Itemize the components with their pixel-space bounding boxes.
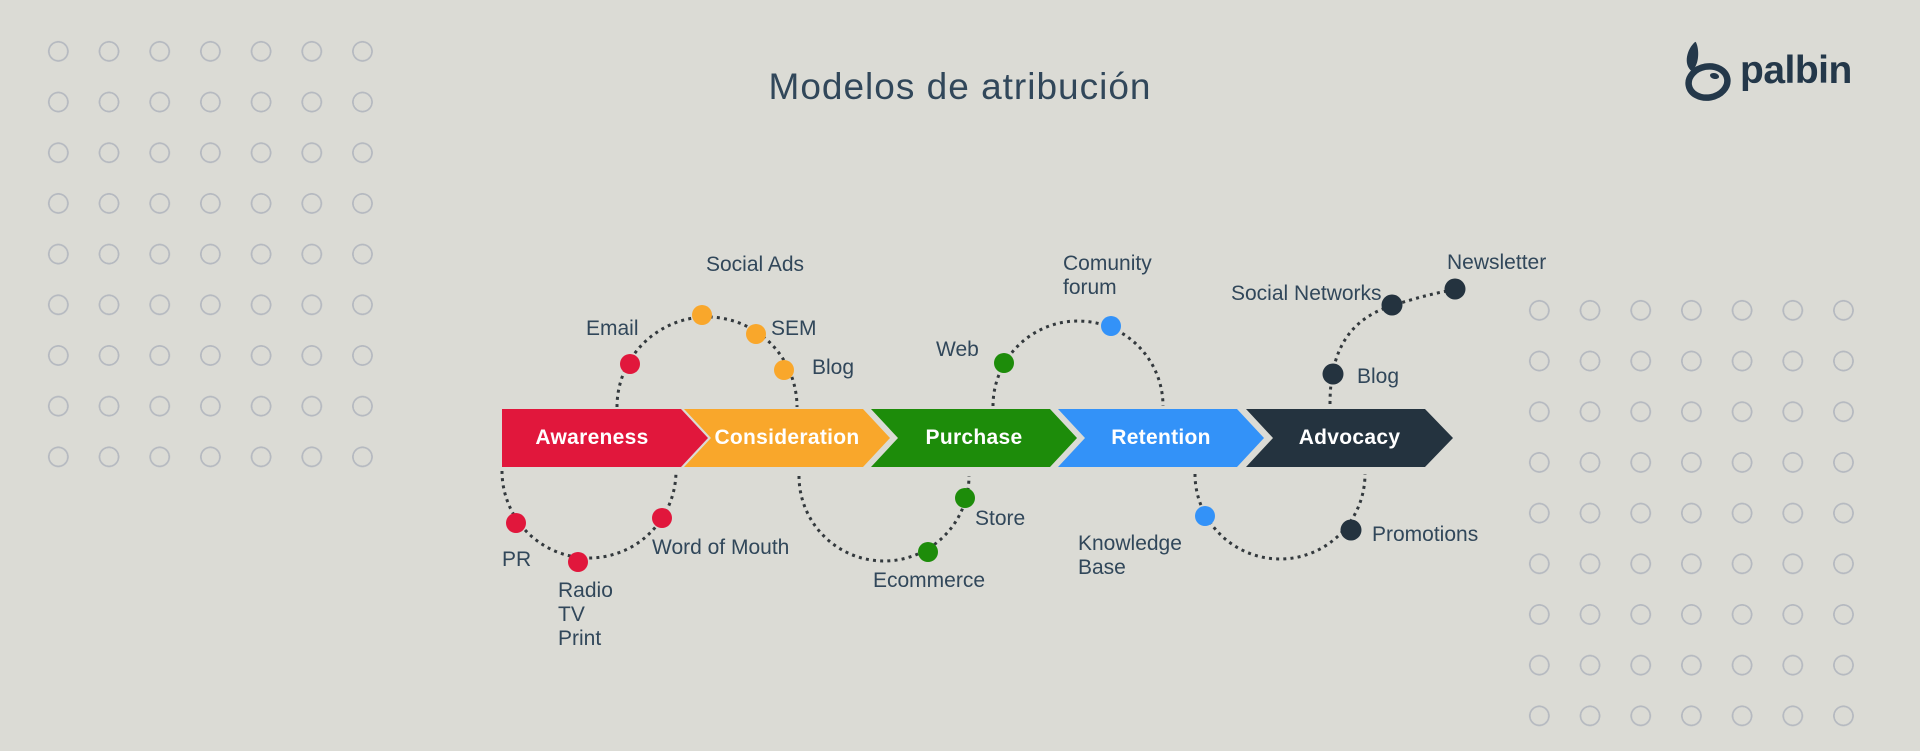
stage-arrow-purchase: Purchase xyxy=(871,409,1077,467)
stage-arrow-retention: Retention xyxy=(1058,409,1264,467)
touchpoint-label-social-networks: Social Networks xyxy=(1231,282,1382,305)
stage-label: Awareness xyxy=(535,426,649,449)
fish-icon xyxy=(1678,40,1734,102)
stage-label: Advocacy xyxy=(1298,426,1401,449)
touchpoint-dot-social-networks xyxy=(1381,294,1403,316)
touchpoint-label-blog-consideration: Blog xyxy=(812,356,855,379)
stage-arrow-consideration: Consideration xyxy=(684,409,890,467)
retention-bottom-arc xyxy=(1193,473,1367,561)
touchpoint-label-promotions: Promotions xyxy=(1372,523,1479,546)
touchpoint-label-web: Web xyxy=(936,338,979,361)
stage-arrow-advocacy: Advocacy xyxy=(1246,409,1453,467)
touchpoint-dot-web xyxy=(994,353,1014,373)
touchpoint-label-word-of-mouth: Word of Mouth xyxy=(652,536,790,559)
touchpoint-dot-ecommerce xyxy=(918,542,938,562)
stage-arrow-awareness: Awareness xyxy=(502,409,708,467)
brand-logo-text: palbin xyxy=(1740,49,1852,92)
touchpoint-dot-store xyxy=(955,488,975,508)
touchpoint-label-blog-advocacy: Blog xyxy=(1357,365,1400,388)
touchpoint-label-knowledge-base: Knowledge Base xyxy=(1078,532,1182,579)
touchpoint-dot-promotions xyxy=(1340,519,1362,541)
touchpoint-dot-word-of-mouth xyxy=(652,508,672,528)
touchpoint-label-comunity-forum: Comunity forum xyxy=(1063,252,1152,299)
touchpoint-dot-newsletter xyxy=(1444,278,1466,300)
stage-label: Retention xyxy=(1111,426,1211,449)
touchpoint-dot-knowledge-base xyxy=(1195,506,1215,526)
stage-label: Purchase xyxy=(925,426,1023,449)
touchpoint-label-email: Email xyxy=(586,317,639,340)
touchpoint-dot-comunity-forum xyxy=(1101,316,1121,336)
touchpoint-label-ecommerce: Ecommerce xyxy=(873,569,986,592)
touchpoint-label-sem: SEM xyxy=(771,317,817,340)
touchpoint-dot-blog-advocacy xyxy=(1322,363,1344,385)
stage-label: Consideration xyxy=(714,426,860,449)
touchpoint-label-social-ads: Social Ads xyxy=(706,253,805,276)
page-title: Modelos de atribución xyxy=(768,66,1152,107)
brand-logo: palbin xyxy=(1678,40,1852,102)
touchpoint-label-store: Store xyxy=(975,507,1026,530)
touchpoint-label-radio-tv-print: Radio TV Print xyxy=(558,579,613,650)
touchpoint-label-newsletter: Newsletter xyxy=(1447,251,1547,274)
touchpoint-dot-pr xyxy=(506,513,526,533)
touchpoint-dot-sem xyxy=(746,324,766,344)
touchpoint-label-pr: PR xyxy=(502,548,532,571)
touchpoint-dot-radio-tv-print xyxy=(568,552,588,572)
purchase-bottom-arc xyxy=(797,475,971,563)
awareness-bottom-arc xyxy=(500,470,678,560)
touchpoint-dot-blog-consideration xyxy=(774,360,794,380)
touchpoint-dot-social-ads xyxy=(692,305,712,325)
touchpoint-dot-email xyxy=(620,354,640,374)
dot-grid-pattern-right xyxy=(1514,285,1870,742)
awareness-top-arc xyxy=(615,315,799,408)
dot-grid-pattern-left xyxy=(33,26,389,483)
retention-top-arc xyxy=(991,319,1165,407)
